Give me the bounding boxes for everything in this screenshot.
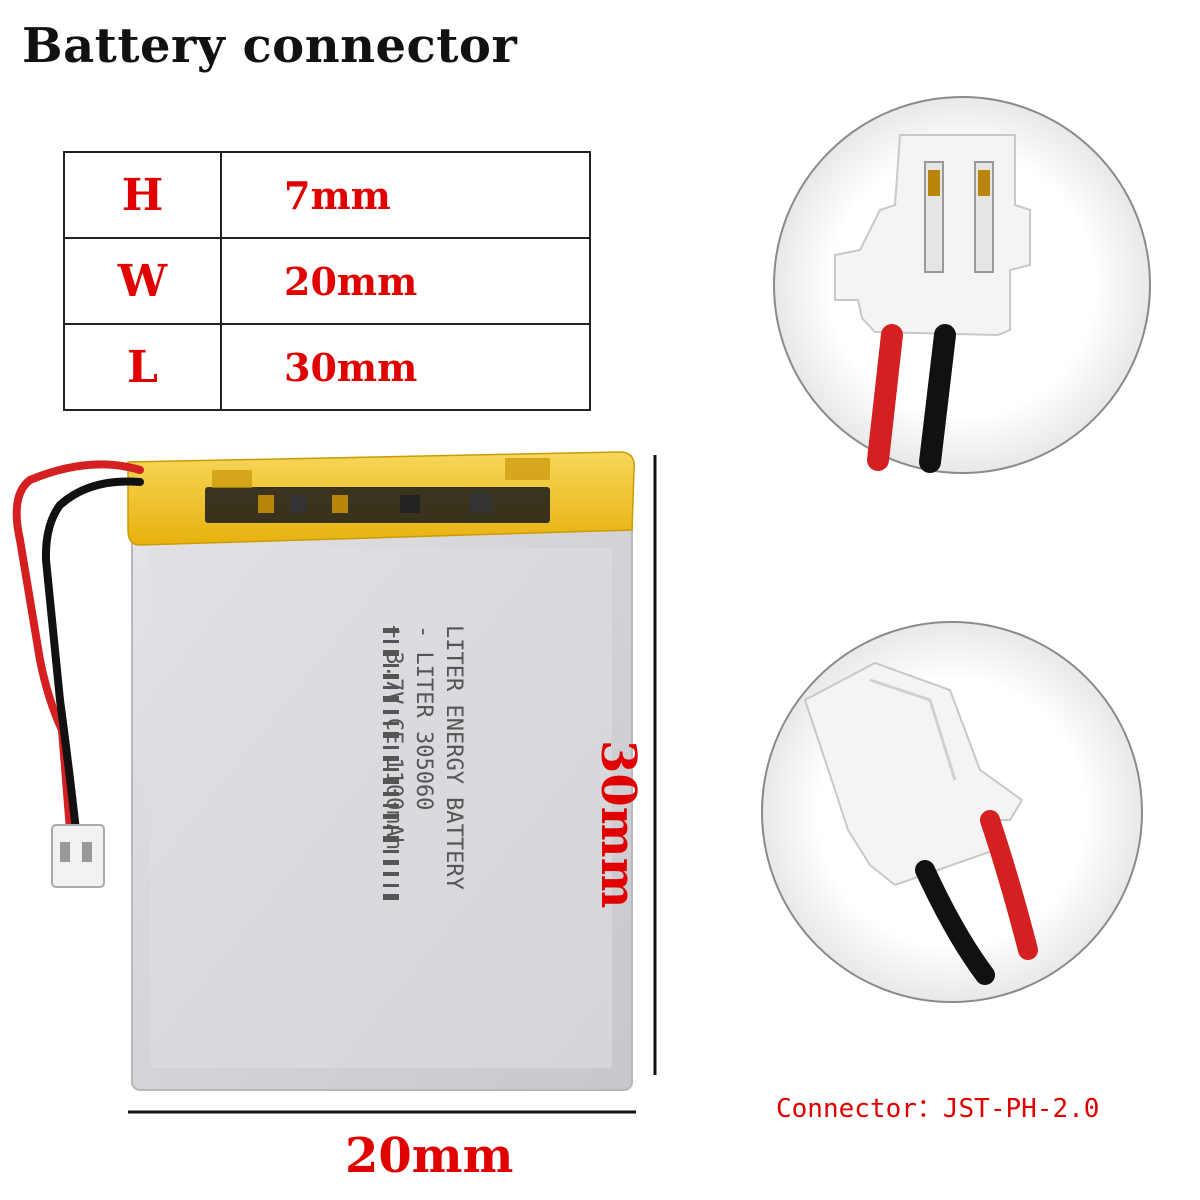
connector-closeup-top [773, 96, 1151, 474]
dimension-key: W [63, 237, 222, 325]
dimensions-table: H 7mm W 20mm L 30mm [63, 151, 591, 411]
dimension-value: 7mm [220, 151, 591, 239]
battery-wires [12, 460, 144, 834]
table-row: L 30mm [63, 323, 591, 411]
dimension-key: L [63, 323, 222, 411]
jst-connector-small [51, 824, 105, 888]
protection-board [205, 487, 550, 523]
dimension-value: 20mm [220, 237, 591, 325]
connector-type-label: Connector：JST-PH-2.0 [776, 1094, 1100, 1124]
battery-print-line2: - LITER 305060 [411, 625, 436, 810]
table-row: W 20mm [63, 237, 591, 325]
connector-closeup-bottom [761, 621, 1143, 1003]
page-title: Battery connector [22, 18, 518, 74]
table-row: H 7mm [63, 151, 591, 239]
width-dimension-label: 20mm [345, 1128, 514, 1184]
battery-cell: LITER ENERGY BATTERY - LITER 305060 + 3.… [127, 451, 635, 1091]
dimension-key: H [63, 151, 222, 239]
barcode [383, 628, 399, 900]
height-dimension-label: 30mm [590, 740, 646, 909]
dimension-value: 30mm [220, 323, 591, 411]
battery-print-line1: LITER ENERGY BATTERY [441, 625, 466, 890]
